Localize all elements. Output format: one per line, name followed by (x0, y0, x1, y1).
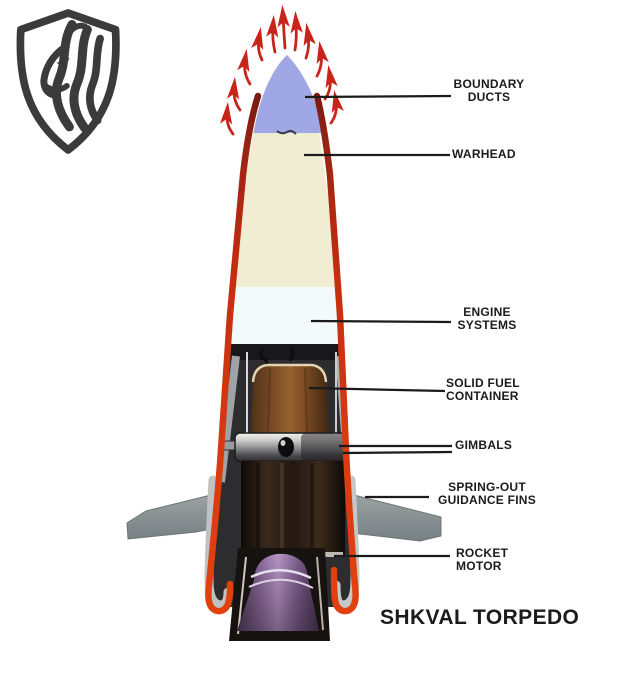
tail-frame-edge (316, 556, 324, 631)
lion-eye (56, 57, 70, 68)
label-rocket-motor: ROCKET MOTOR (456, 547, 508, 573)
label-line: WARHEAD (452, 147, 516, 161)
fuel-grain-line (304, 367, 308, 433)
leader-boundary-ducts (304, 94, 452, 99)
label-line: ROCKET (456, 546, 509, 560)
label-line: SPRING-OUT (448, 480, 526, 494)
diagram-title: SHKVAL TORPEDO (380, 606, 580, 629)
label-gimbals: GIMBALS (455, 439, 512, 452)
label-line: DUCTS (467, 90, 511, 104)
label-line: GUIDANCE FINS (438, 493, 536, 507)
lion-shield-logo (16, 9, 120, 154)
flame-arrow-icon (266, 14, 279, 54)
gimbal-right-stub (347, 442, 355, 453)
label-boundary-ducts: BOUNDARY DUCTS (441, 78, 537, 104)
flame-arrow-icon (303, 22, 316, 60)
label-engine-systems: ENGINE SYSTEMS (441, 306, 533, 332)
label-line: MOTOR (456, 559, 502, 573)
gimbal-pivot-hole (278, 437, 294, 457)
fuel-container-rim (251, 363, 328, 383)
hull-outline-left (205, 92, 262, 615)
gimbal-ring-shadow (301, 433, 349, 461)
interior-top-shadow (209, 344, 355, 360)
tail-frame-edge (237, 556, 247, 635)
flame-arrow-icon (315, 40, 329, 78)
flame-arrow-icon (329, 89, 344, 125)
rocket-motor-body (241, 461, 345, 556)
label-solid-fuel-container: SOLID FUEL CONTAINER (446, 377, 520, 403)
lion-mane-stroke (69, 25, 92, 133)
boundary-ducts-nose-cap (209, 55, 355, 133)
nose-boundary-squiggle (276, 129, 297, 135)
tail-assembly (229, 548, 330, 641)
solid-fuel-container (251, 365, 329, 434)
lion-brow-nose (40, 43, 68, 99)
flame-arrow-icon (277, 4, 290, 50)
engine-systems-section (209, 287, 355, 344)
flame-arrows (219, 4, 344, 136)
flame-arrow-icon (219, 101, 235, 136)
label-spring-out-guidance-fins: SPRING-OUT GUIDANCE FINS (421, 481, 553, 507)
flame-arrow-icon (251, 26, 264, 62)
lion-ear (65, 22, 91, 38)
leader-lines (304, 94, 453, 558)
label-line: ENGINE (463, 305, 511, 319)
lion-mane-stroke (52, 19, 77, 132)
label-line: SYSTEMS (457, 318, 517, 332)
label-warhead: WARHEAD (452, 148, 516, 161)
gimbal-pivot-glint (280, 440, 286, 446)
shield-outline (16, 9, 120, 154)
wiring-squiggle (288, 347, 294, 362)
leader-engine-systems (310, 319, 452, 324)
nozzle-band (248, 578, 314, 589)
hull-outline-right (313, 92, 359, 615)
flame-arrow-icon (323, 64, 338, 101)
label-line: BOUNDARY (453, 77, 525, 91)
left-inner-lining (217, 355, 240, 483)
label-line: CONTAINER (446, 389, 519, 403)
left-guidance-fin (126, 494, 212, 540)
flame-arrow-icon (237, 48, 252, 86)
label-line: GIMBALS (455, 438, 513, 452)
lion-jaw (42, 83, 70, 93)
leader-gimbals-lower (342, 450, 453, 455)
lion-mane-stroke (85, 34, 104, 125)
flame-arrow-icon (290, 10, 303, 52)
leader-solid-fuel (308, 386, 446, 393)
flame-arrow-icon (226, 76, 242, 112)
nozzle-band (250, 569, 312, 580)
label-line: SOLID FUEL (446, 376, 520, 390)
fuel-grain-line (267, 367, 271, 433)
